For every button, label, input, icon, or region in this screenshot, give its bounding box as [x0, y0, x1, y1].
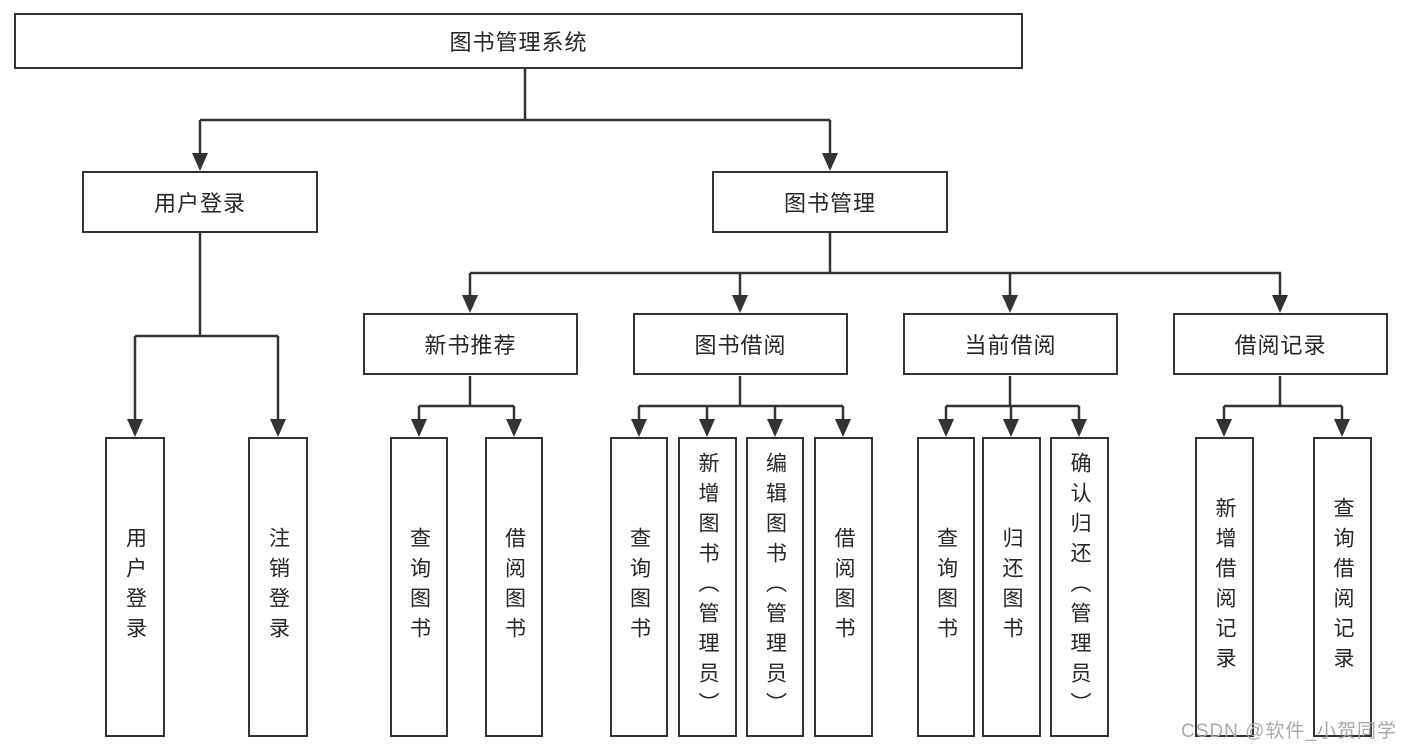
leaf-return-book: 归还图书: [982, 437, 1041, 737]
leaf-query-books-current: 查询图书: [917, 437, 975, 737]
leaf-logout: 注销登录: [248, 437, 308, 737]
csdn-watermark: CSDN @软件_小贺同学: [1181, 721, 1397, 742]
leaf-query-books-recommend: 查询图书: [390, 437, 448, 737]
node-book-borrow: 图书借阅: [633, 313, 848, 375]
node-new-book-recommend: 新书推荐: [363, 313, 578, 375]
leaf-borrow-books: 借阅图书: [814, 437, 873, 737]
leaf-query-books-borrow: 查询图书: [610, 437, 668, 737]
leaf-query-borrow-record: 查询借阅记录: [1313, 437, 1372, 737]
node-current-borrow: 当前借阅: [903, 313, 1118, 375]
leaf-confirm-return-admin: 确认归还（管理员）: [1050, 437, 1109, 737]
leaf-add-borrow-record: 新增借阅记录: [1195, 437, 1254, 737]
leaf-user-login: 用户登录: [105, 437, 165, 737]
leaf-edit-book-admin: 编辑图书（管理员）: [746, 437, 804, 737]
node-book-management: 图书管理: [712, 171, 948, 233]
node-borrow-records: 借阅记录: [1173, 313, 1388, 375]
node-user-login: 用户登录: [82, 171, 318, 233]
leaf-borrow-books-recommend: 借阅图书: [485, 437, 543, 737]
root-node-library-management-system: 图书管理系统: [14, 13, 1023, 69]
leaf-add-book-admin: 新增图书（管理员）: [678, 437, 737, 737]
